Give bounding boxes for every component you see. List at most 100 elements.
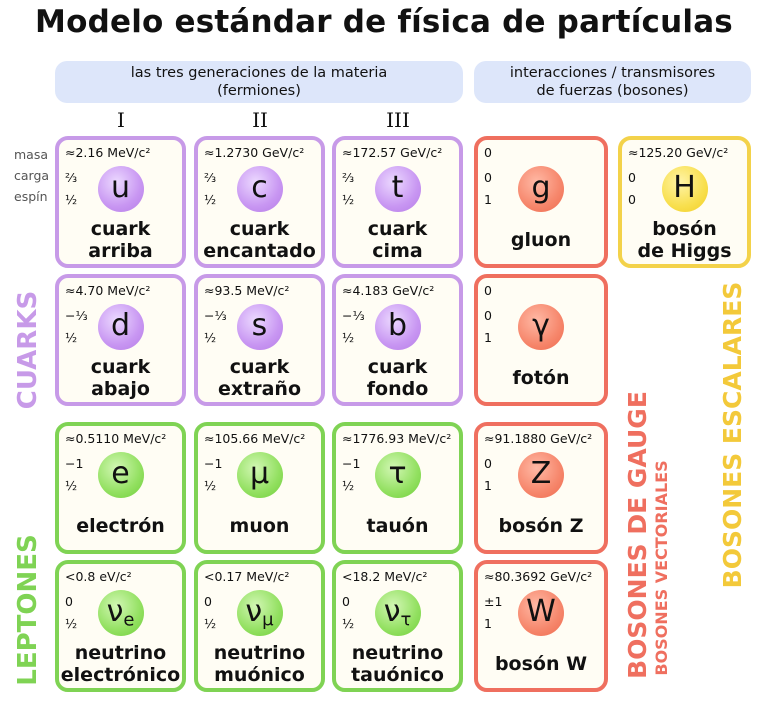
mass-value: ≈2.16 MeV/c² [65, 145, 151, 160]
particle-card-tau[interactable]: ≈1776.93 MeV/c² −1 ½ τ tauón [332, 422, 463, 554]
mass-value: ≈125.20 GeV/c² [628, 145, 729, 160]
spin-value: 1 [484, 330, 492, 345]
particle-card-electron[interactable]: ≈0.5110 MeV/c² −1 ½ e electrón [55, 422, 186, 554]
particle-card-w-boson[interactable]: ≈80.3692 GeV/c² ±1 1 W bosón W [474, 560, 608, 692]
page-title: Modelo estándar de física de partículas [35, 4, 733, 40]
spin-value: ½ [342, 192, 355, 207]
mass-value: ≈1776.93 MeV/c² [342, 431, 452, 446]
charge-value: 0 [484, 308, 492, 323]
particle-symbol: ντ [374, 590, 421, 636]
spin-value: ½ [65, 330, 78, 345]
charge-value: −⅓ [65, 308, 88, 323]
mass-value: ≈1.2730 GeV/c² [204, 145, 305, 160]
particle-symbol: μ [236, 452, 283, 498]
fermions-header-line2: (fermiones) [217, 83, 301, 99]
spin-value: ½ [65, 616, 78, 631]
charge-value: ±1 [484, 594, 503, 609]
charge-value: 0 [342, 594, 350, 609]
particle-card-photon[interactable]: 0 0 1 γ fotón [474, 274, 608, 406]
charge-label: carga [14, 168, 50, 183]
charge-value: ⅔ [342, 170, 355, 185]
particle-name: bosón W [494, 653, 588, 675]
particle-symbol: W [518, 590, 564, 636]
mass-value: ≈105.66 MeV/c² [204, 431, 306, 446]
bosons-header-line1: interacciones / transmisores [509, 65, 716, 81]
charge-value: 0 [484, 456, 492, 471]
generation-2-label: II [252, 108, 268, 132]
mass-value: 0 [484, 283, 492, 298]
spin-value: 1 [484, 616, 492, 631]
charge-value: −1 [65, 456, 84, 471]
spin-value: 1 [484, 192, 492, 207]
charge-value: 0 [204, 594, 212, 609]
mass-label: masa [14, 147, 49, 162]
particle-name: gluon [510, 229, 572, 251]
mass-value: ≈80.3692 GeV/c² [484, 569, 593, 584]
bosons-header-line2: de fuerzas (bosones) [536, 83, 689, 99]
particle-symbol: τ [374, 452, 421, 498]
leptons-group-label: LEPTONES [13, 534, 43, 686]
particle-card-z-boson[interactable]: ≈91.1880 GeV/c² 0 1 Z bosón Z [474, 422, 608, 554]
spin-label: espín [14, 189, 48, 204]
charge-value: −⅓ [204, 308, 227, 323]
spin-value: ½ [65, 478, 78, 493]
mass-value: ≈93.5 MeV/c² [204, 283, 290, 298]
particle-symbol: s [236, 304, 283, 350]
property-labels: masa carga espín [14, 144, 49, 207]
spin-value: ½ [65, 192, 78, 207]
vector-bosons-group-label: BOSONES VECTORIALES [652, 460, 671, 676]
spin-value: 0 [628, 192, 636, 207]
charge-value: 0 [484, 170, 492, 185]
scalar-bosons-group-label: BOSONES ESCALARES [718, 281, 747, 589]
particle-symbol: Z [518, 452, 564, 498]
particle-symbol: γ [518, 304, 564, 350]
particle-card-muon[interactable]: ≈105.66 MeV/c² −1 ½ μ muon [194, 422, 325, 554]
spin-value: ½ [342, 478, 355, 493]
mass-value: <18.2 MeV/c² [342, 569, 428, 584]
mass-value: ≈4.183 GeV/c² [342, 283, 435, 298]
spin-value: ½ [342, 330, 355, 345]
mass-value: <0.17 MeV/c² [204, 569, 290, 584]
charge-value: −⅓ [342, 308, 365, 323]
particle-symbol: c [236, 166, 283, 212]
generation-1-label: I [117, 108, 125, 132]
particle-name: muon [229, 515, 290, 537]
particle-name: electrón [76, 515, 165, 537]
spin-value: ½ [204, 330, 217, 345]
charge-value: −1 [204, 456, 223, 471]
generation-3-label: III [386, 108, 410, 132]
particle-name: tauón [366, 515, 429, 537]
mass-value: <0.8 eV/c² [65, 569, 132, 584]
spin-value: ½ [204, 192, 217, 207]
charge-value: 0 [65, 594, 73, 609]
spin-value: ½ [204, 478, 217, 493]
mass-value: ≈172.57 GeV/c² [342, 145, 443, 160]
particle-card-gluon[interactable]: 0 0 1 g gluon [474, 136, 608, 268]
charge-value: −1 [342, 456, 361, 471]
fermions-header: las tres generaciones de la materia (fer… [55, 61, 463, 103]
particle-symbol: e [97, 452, 144, 498]
charge-value: ⅔ [65, 170, 78, 185]
quarks-group-label: CUARKS [13, 290, 43, 410]
mass-value: ≈0.5110 MeV/c² [65, 431, 167, 446]
charge-value: 0 [628, 170, 636, 185]
